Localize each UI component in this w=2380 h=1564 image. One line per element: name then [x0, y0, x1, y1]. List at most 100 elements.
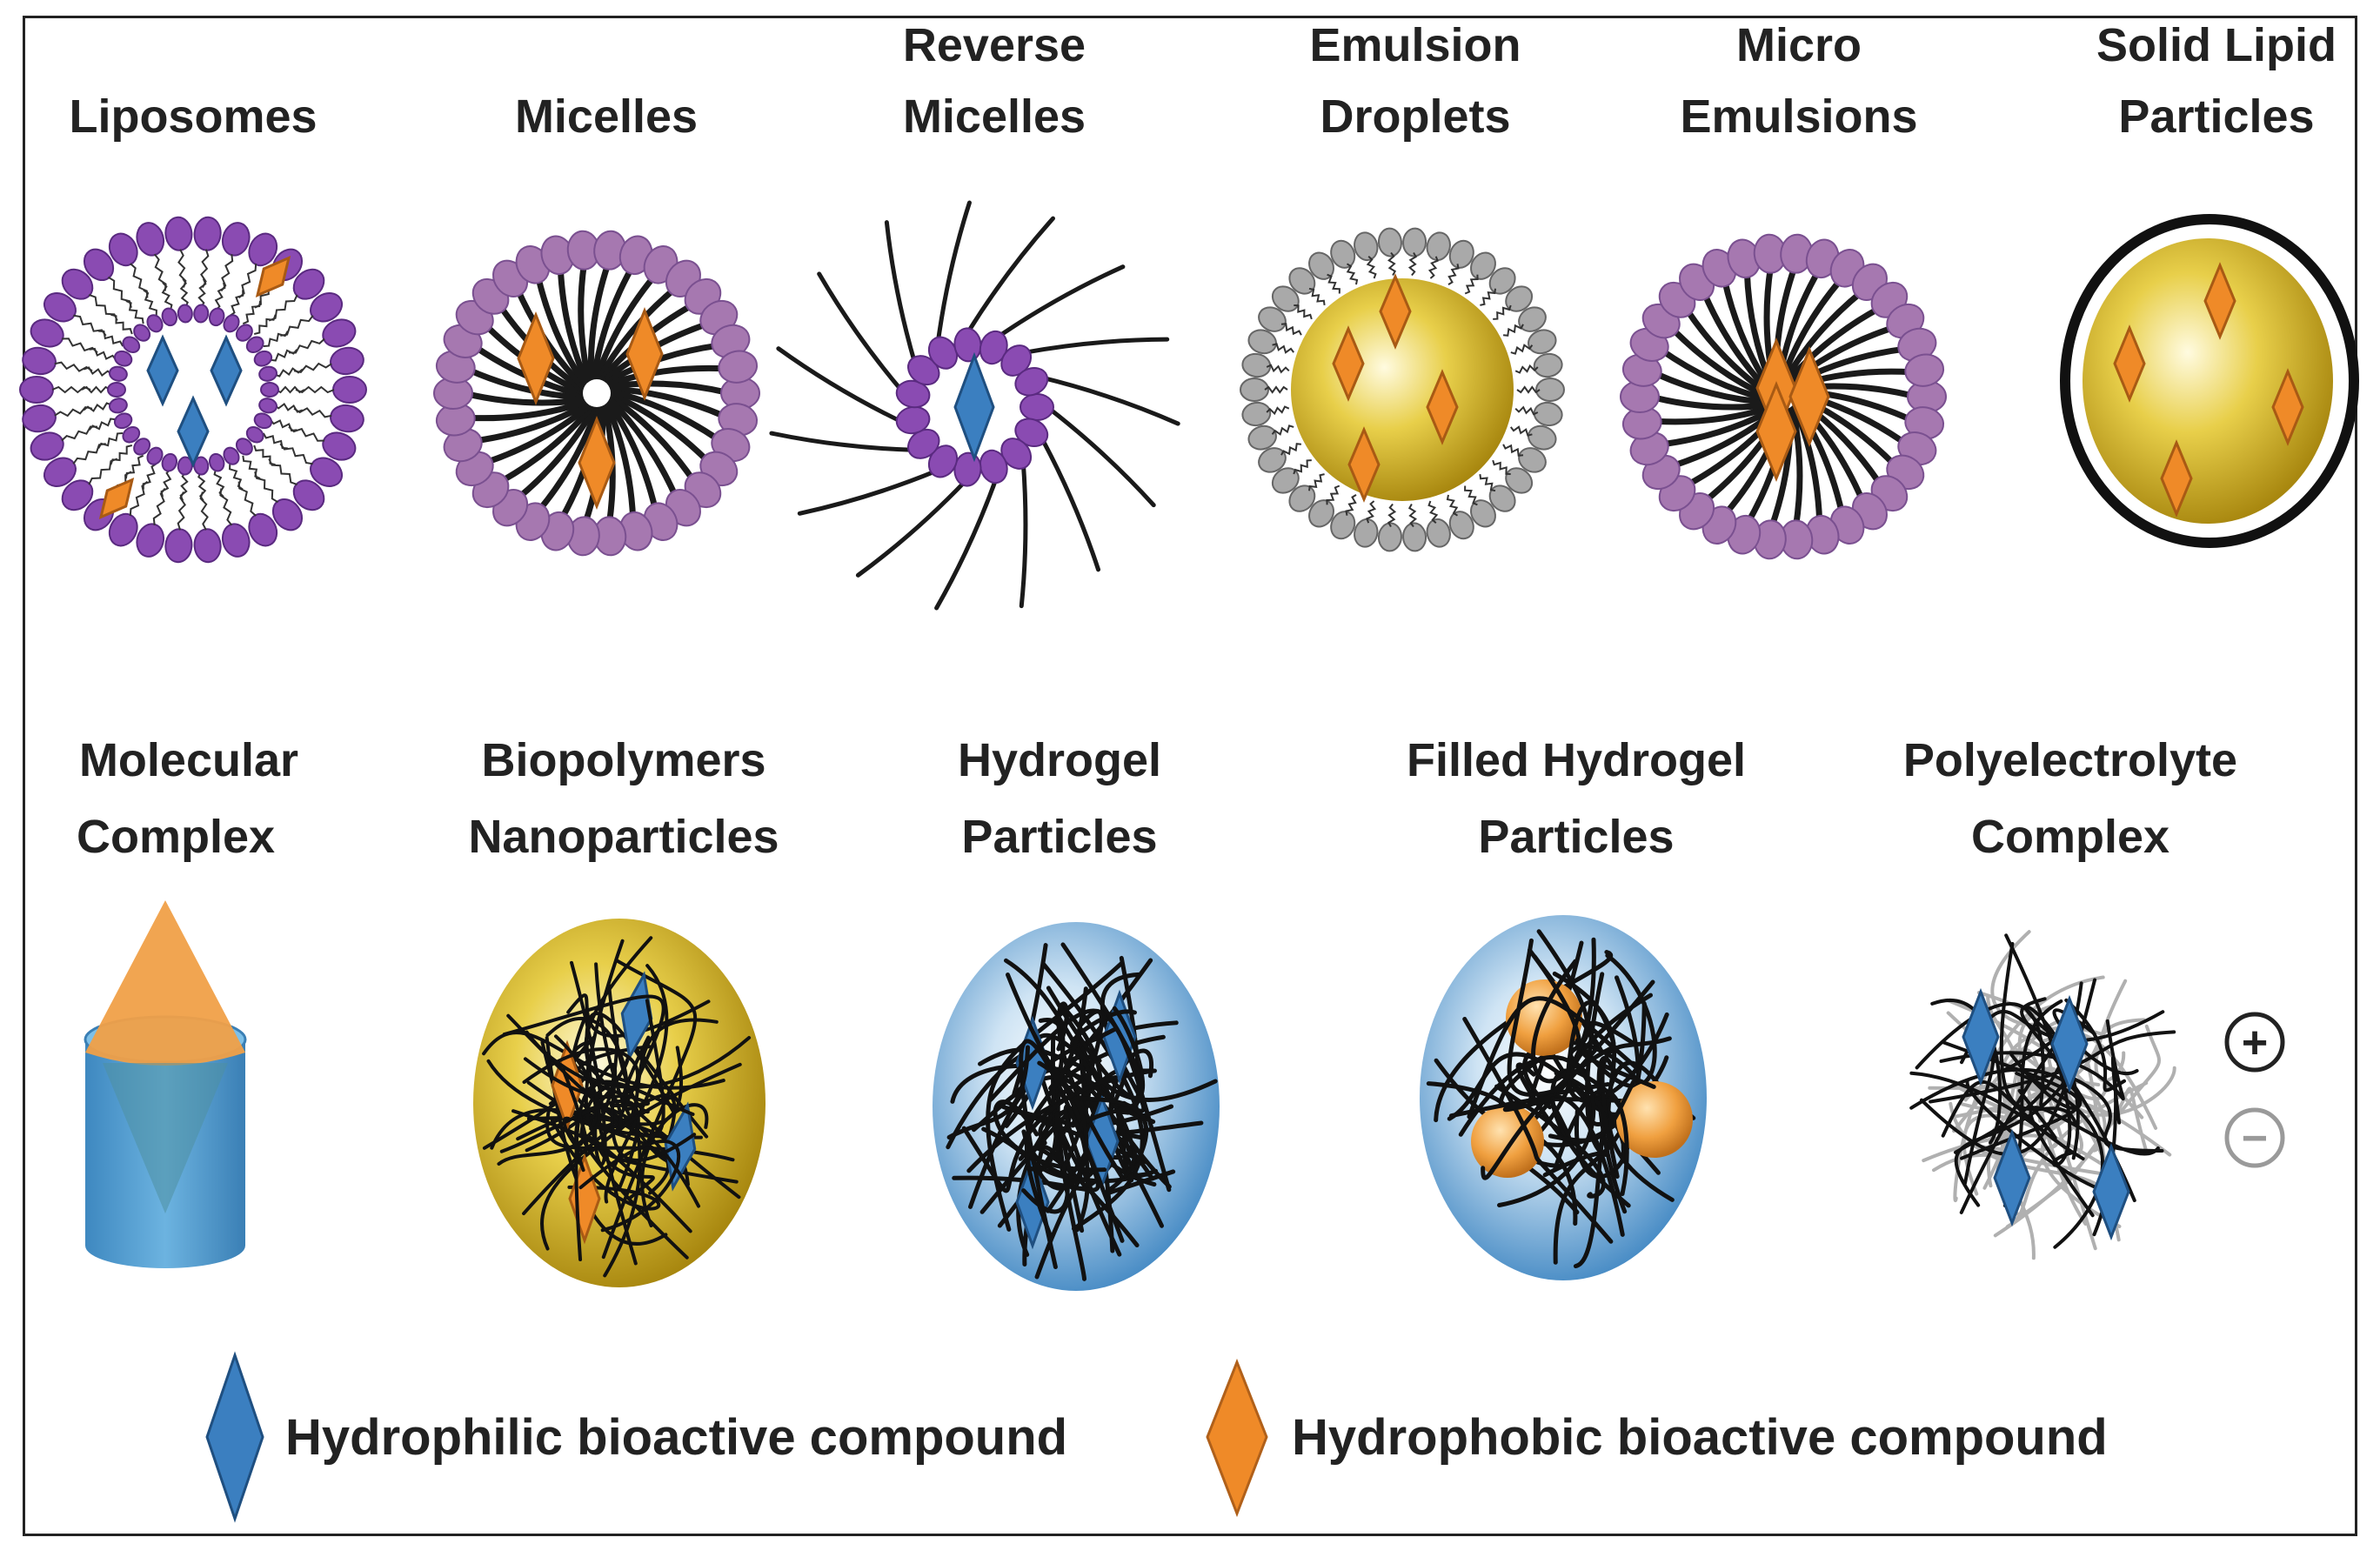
outer-lipid-tail	[129, 480, 149, 517]
emulsifier-headgroup	[1518, 447, 1547, 473]
hydrophobic-diamond	[1426, 369, 1459, 445]
inner-headgroup	[109, 365, 128, 382]
lipid-tail	[817, 271, 906, 395]
slp-core	[2082, 238, 2333, 524]
hydrophobic-diamond	[2160, 439, 2193, 518]
inner-headgroup	[113, 412, 133, 430]
inner-lipid-tail	[197, 278, 207, 308]
outer-lipid-tail	[177, 491, 186, 531]
emulsifier-headgroup	[1533, 401, 1563, 427]
inner-lipid-tail	[179, 471, 189, 501]
outer-lipid-tail	[199, 491, 209, 531]
outer-headgroup	[193, 216, 222, 251]
negative-charge-symbol: −	[2242, 1113, 2268, 1164]
emulsifier-headgroup	[1241, 352, 1272, 378]
emulsifier-headgroup	[1426, 231, 1451, 262]
inner-headgroup	[235, 438, 253, 456]
inner-headgroup	[193, 304, 210, 324]
biopolymer-chain	[545, 1036, 668, 1246]
emulsifier-headgroup	[1258, 447, 1287, 473]
outer-headgroup	[193, 528, 222, 564]
lipid-tail	[1784, 304, 1882, 385]
reverse-micelle-illustration	[769, 200, 1180, 611]
outer-lipid-tail	[254, 471, 279, 504]
emulsifier-tail	[1479, 473, 1496, 492]
emulsifier-headgroup	[1448, 239, 1474, 269]
outer-lipid-tail	[288, 425, 325, 442]
emulsifier-headgroup	[1241, 401, 1272, 427]
hydrogel-chain	[1004, 958, 1218, 1102]
lipid-tail	[465, 398, 592, 422]
emulsifier-tail	[1387, 251, 1397, 276]
emulsifier-headgroup	[1528, 424, 1557, 451]
hydrogel-chain	[971, 1075, 1164, 1228]
outer-lipid-tail	[61, 425, 98, 442]
emulsifier-headgroup	[1518, 306, 1547, 332]
hydrogel-chain	[1018, 1144, 1070, 1214]
legend: Hydrophilic bioactive compound Hydrophob…	[205, 1351, 2108, 1523]
inner-lipid-tail	[274, 367, 304, 378]
inner-headgroup	[122, 425, 141, 444]
emulsifier-tail	[1514, 364, 1539, 374]
outer-headgroup	[136, 523, 165, 558]
emulsifier-headgroup	[1377, 522, 1402, 552]
hydrophilic-diamond	[2050, 994, 2089, 1093]
emulsifier-tail	[1427, 256, 1439, 279]
inner-headgroup	[245, 425, 264, 444]
lipid-tail	[1668, 325, 1771, 400]
biopolymer-chain	[553, 939, 625, 1131]
emulsifier-headgroup	[1308, 499, 1334, 528]
biopolymer-chain	[578, 1140, 681, 1233]
hydrophobic-diamond	[98, 477, 135, 520]
outer-lipid-tail	[177, 249, 187, 288]
lipid-tail	[498, 401, 597, 485]
emulsifier-headgroup	[1330, 239, 1356, 269]
emulsifier-headgroup	[1271, 285, 1300, 312]
inner-lipid-tail	[273, 403, 304, 413]
outer-lipid-tail	[61, 338, 98, 354]
lipid-tail	[587, 260, 612, 385]
emulsifier-tail	[1446, 494, 1459, 517]
hydrogel-chain	[1026, 1111, 1085, 1233]
label-emulsion-droplets-line2: Droplets	[1320, 90, 1510, 143]
guest-cone-inside	[103, 1063, 228, 1213]
lipid-tail	[602, 364, 728, 389]
hydrogel-chain	[1060, 942, 1145, 1124]
biopolymer-chain	[522, 1047, 640, 1099]
cationic-polymer-chain	[1929, 1030, 2176, 1104]
cationic-polymer-chain	[1941, 1079, 2085, 1161]
outer-lipid-tail	[288, 338, 325, 354]
inner-lipid-tail	[89, 347, 117, 361]
emulsifier-headgroup	[1470, 499, 1496, 528]
emulsifier-tail	[1427, 500, 1439, 524]
biopolymer-chain	[502, 994, 665, 1113]
outer-lipid-tail	[280, 315, 314, 337]
emulsifier-headgroup	[1402, 227, 1427, 257]
outer-lipid-tail	[268, 294, 298, 322]
emulsifier-headgroup	[1488, 267, 1516, 295]
biopolymer-chain	[586, 1062, 742, 1135]
headgroup	[1020, 393, 1054, 421]
hydrogel-chain	[1462, 1016, 1614, 1244]
emulsifier-headgroup	[1247, 424, 1277, 451]
charge-symbols: + −	[2224, 1012, 2285, 1168]
lipid-tail	[1782, 289, 1865, 384]
lipid-tail	[602, 398, 637, 522]
emulsifier-headgroup	[1470, 251, 1496, 280]
inner-headgroup	[177, 456, 193, 476]
legend-hydrophilic-label: Hydrophilic bioactive compound	[285, 1409, 1067, 1466]
emulsifier-headgroup	[1271, 467, 1300, 494]
lipid-tail	[604, 396, 659, 513]
lipid-tail	[463, 391, 590, 406]
oil-droplet	[1616, 1081, 1693, 1158]
emulsifier-headgroup	[1288, 267, 1316, 295]
inner-headgroup	[107, 382, 126, 398]
emulsifier-tail	[1271, 424, 1294, 436]
inner-headgroup	[122, 336, 141, 354]
outer-headgroup	[330, 346, 364, 376]
outer-headgroup	[221, 222, 251, 257]
filled-hydrogel-particle-illustration	[1420, 915, 1707, 1280]
figure-frame	[23, 16, 2357, 1536]
hydrophilic-diamond	[953, 351, 995, 463]
